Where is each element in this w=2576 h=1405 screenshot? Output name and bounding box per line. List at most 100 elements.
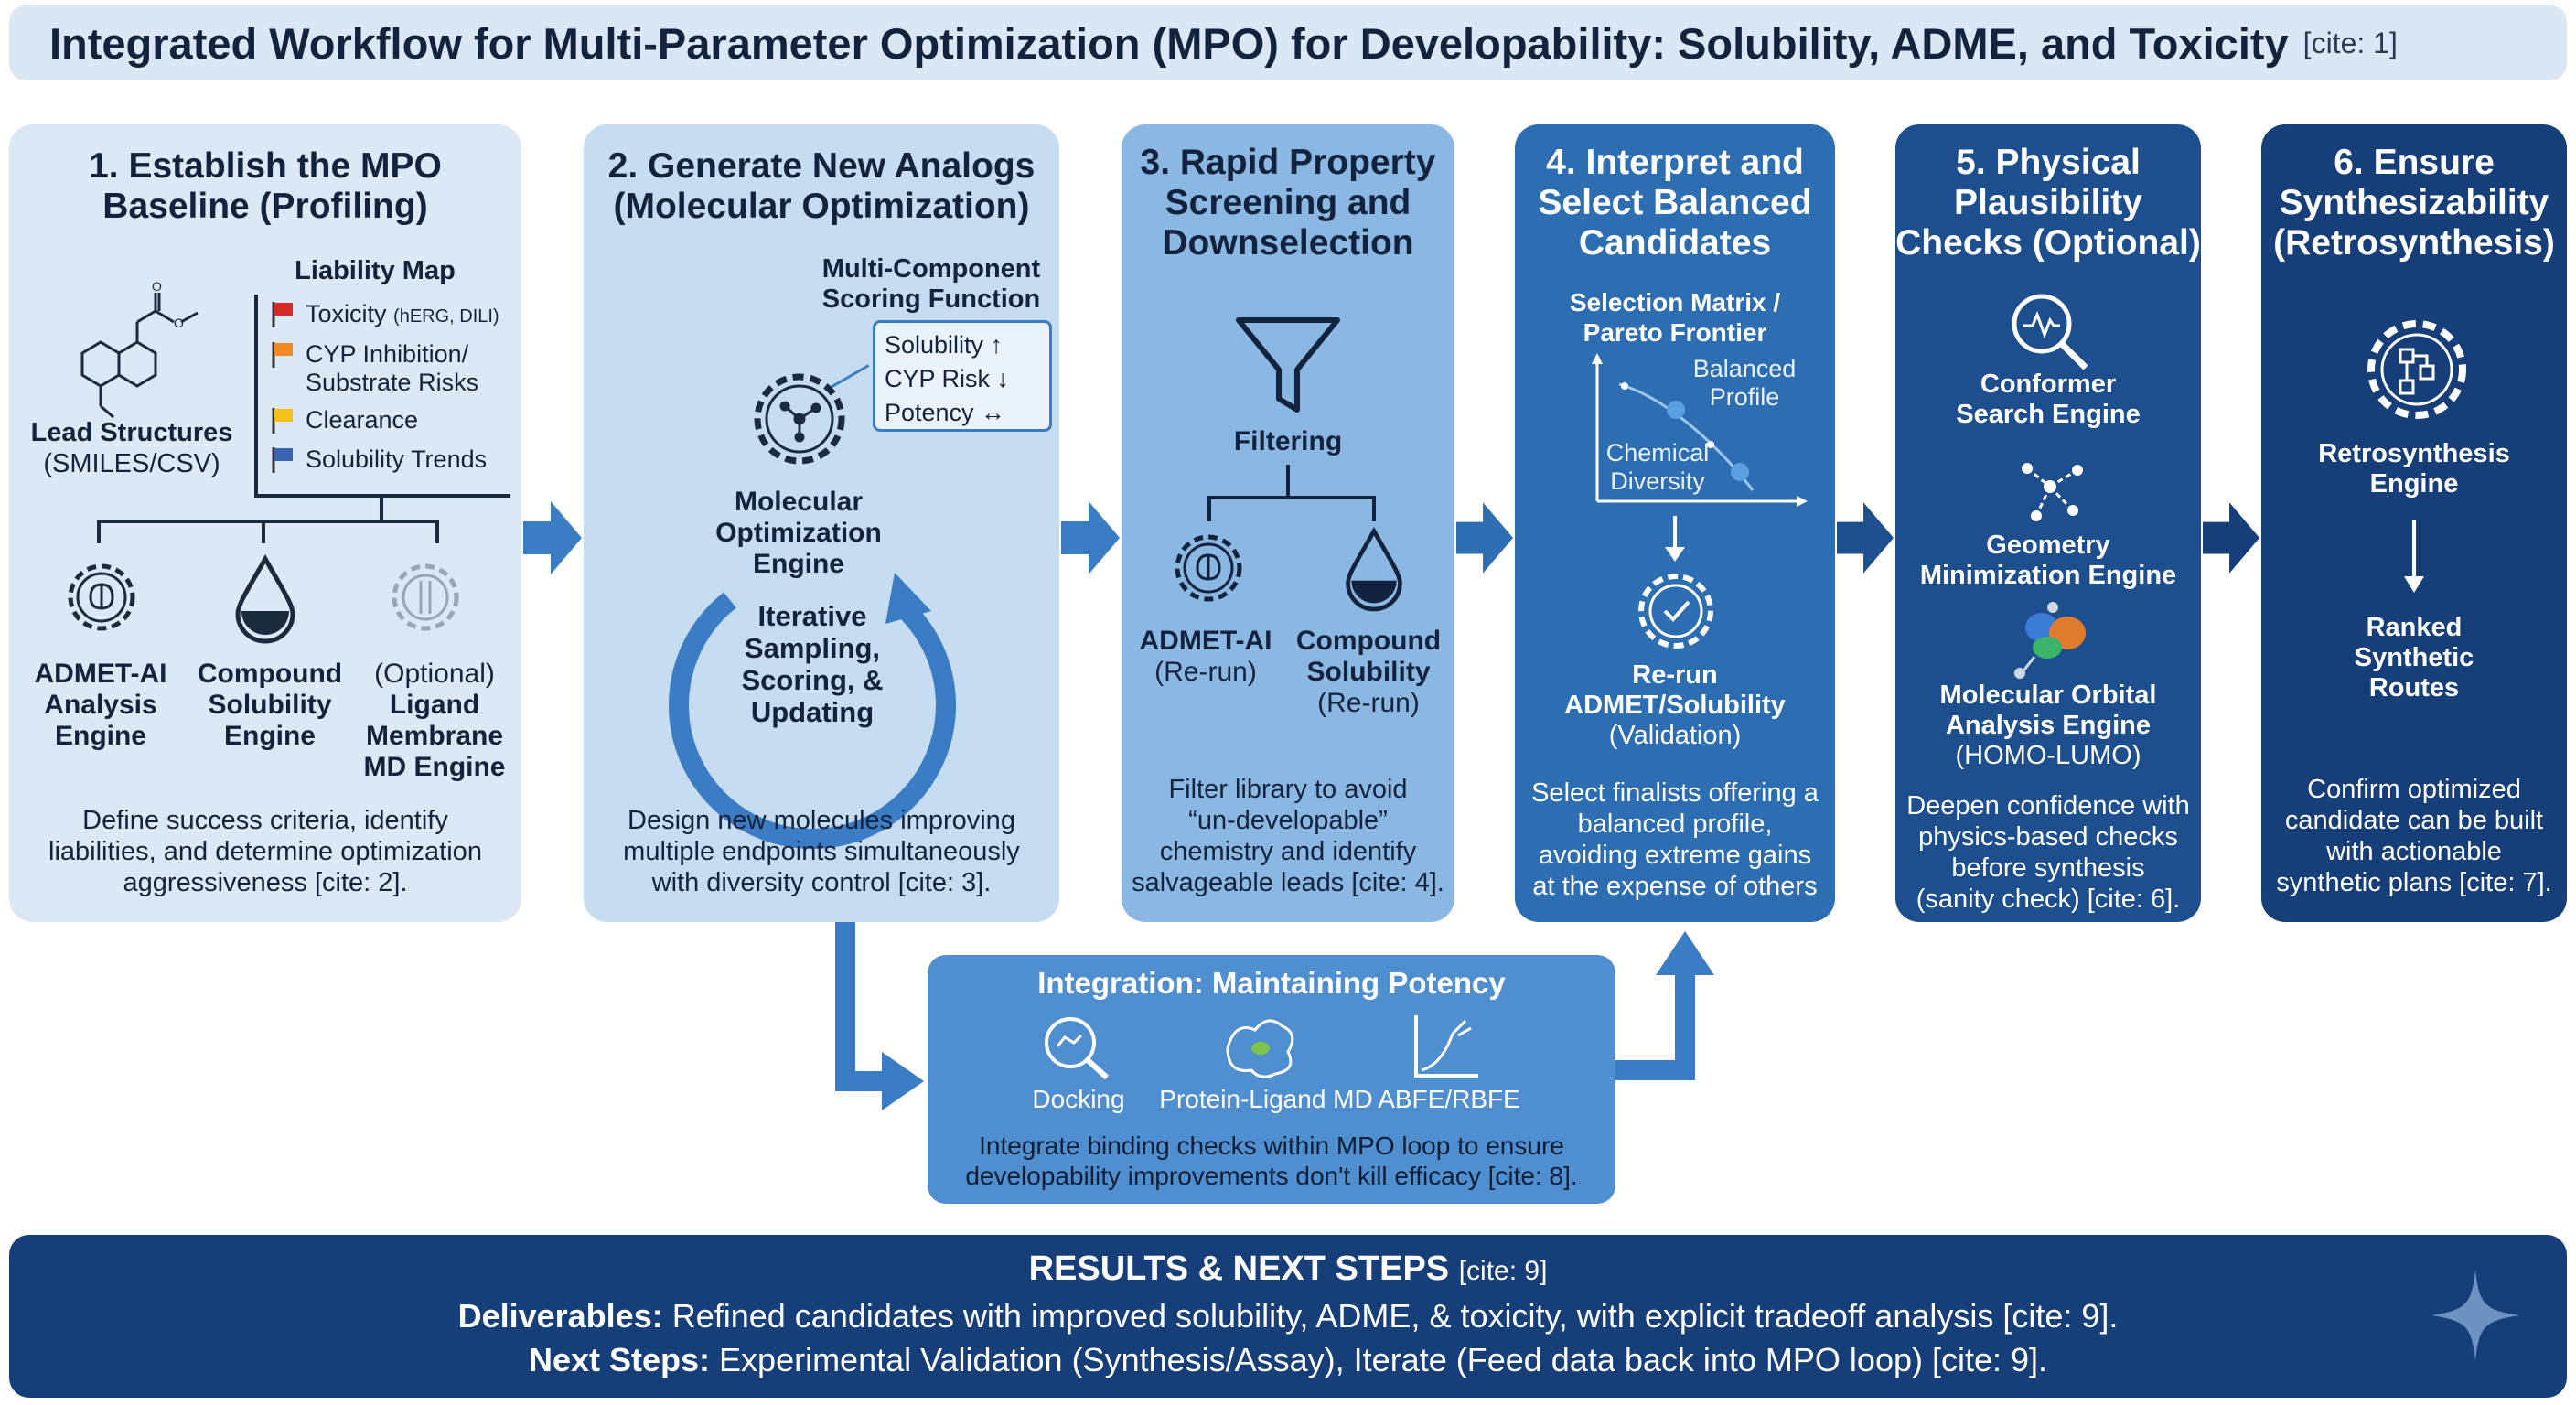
tree-leg <box>262 520 265 543</box>
step5-title: 5. Physical Plausibility Checks (Optiona… <box>1895 143 2201 263</box>
rerun-line: Re-run <box>1632 660 1718 690</box>
lead-structures: Lead Structures (SMILES/CSV) <box>22 417 242 479</box>
liability-sub: (hERG, DILI) <box>393 306 499 327</box>
desc-line: aggressiveness [cite: 2]. <box>123 868 408 897</box>
yellow-flag-icon <box>271 406 295 434</box>
rerun-line: ADMET/Solubility <box>1564 691 1786 720</box>
engine-admet: ADMET-AI Analysis Engine <box>18 659 183 752</box>
docking-label: Docking <box>1032 1085 1125 1113</box>
desc-line: developability improvements don't kill e… <box>965 1162 1578 1190</box>
title-line: Select Balanced <box>1538 183 1812 222</box>
rerun-line: (Re-run) <box>1154 657 1257 687</box>
retro-engine-label: Retrosynthesis Engine <box>2261 439 2567 499</box>
title-line: Candidates <box>1578 223 1772 263</box>
loop-line: Sampling, <box>744 632 881 664</box>
step3-panel: 3. Rapid Property Screening and Downsele… <box>1122 124 1454 922</box>
engine-membrane: (Optional) Ligand Membrane MD Engine <box>348 659 521 783</box>
brain-gear-icon <box>68 563 135 631</box>
balanced-line: Balanced <box>1692 355 1797 382</box>
engine-line: Membrane <box>365 721 504 751</box>
step3-description: Filter library to avoid “un-developable”… <box>1122 774 1454 898</box>
step1-description: Define success criteria, identify liabil… <box>18 805 512 898</box>
engine-line: Analysis <box>44 690 157 720</box>
title-line: Checks (Optional) <box>1895 223 2201 263</box>
desc-line: with actionable <box>2326 837 2502 866</box>
title-cite: [cite: 1] <box>2302 26 2398 59</box>
engine-line: Engine <box>54 721 146 751</box>
rerun-line: (Re-run) <box>1317 688 1420 718</box>
step2-title-line1: 2. Generate New Analogs <box>607 146 1036 186</box>
geometry-molecule-icon <box>2022 463 2083 521</box>
step4-panel: 4. Interpret and Select Balanced Candida… <box>1515 124 1835 922</box>
protein-icon <box>1226 1019 1294 1078</box>
title-line: Synthesizability <box>2279 183 2549 222</box>
routes-line: Routes <box>2368 673 2460 702</box>
integration-title: Integration: Maintaining Potency <box>1037 966 1506 1000</box>
chem-line: Chemical <box>1605 439 1710 467</box>
tree-leg <box>97 520 101 543</box>
filtering-label: Filtering <box>1233 426 1343 456</box>
geometry-line: Minimization Engine <box>1919 561 2177 590</box>
sparkle-icon <box>2431 1270 2519 1361</box>
step5-description: Deepen confidence with physics-based che… <box>1895 790 2201 915</box>
liability-item: Toxicity (hERG, DILI) <box>271 300 527 331</box>
liability-label: CYP Inhibition/ <box>306 340 469 368</box>
step1-panel: 1. Establish the MPO Baseline (Profiling… <box>9 124 521 922</box>
molecule-gear-icon <box>754 373 845 465</box>
liability-list: Toxicity (hERG, DILI) CYP Inhibition/Sub… <box>271 300 527 474</box>
rerun-line: ADMET-AI <box>1139 626 1272 656</box>
desc-line: multiple endpoints simultaneously <box>623 837 1020 866</box>
title-line: 4. Interpret and <box>1546 143 1804 182</box>
solubility-rerun: Compound Solubility (Re-run) <box>1286 626 1451 719</box>
loop-line: Updating <box>750 696 875 728</box>
docking-icon <box>1045 1017 1110 1080</box>
liability-label: Clearance <box>306 406 419 434</box>
desc-line: “un-developable” <box>1188 806 1388 835</box>
step2-title: 2. Generate New Analogs (Molecular Optim… <box>584 146 1059 227</box>
retro-line: Retrosynthesis <box>2318 439 2510 468</box>
abfe-label: ABFE/RBFE <box>1378 1085 1520 1113</box>
step2-title-line2: (Molecular Optimization) <box>613 187 1030 226</box>
opt-engine-label: Molecular Optimization Engine <box>666 487 931 580</box>
results-title-row: RESULTS & NEXT STEPS [cite: 9] <box>9 1249 2567 1289</box>
desc-line: physics-based checks <box>1918 822 2178 852</box>
deliverables-label: Deliverables: <box>457 1297 663 1335</box>
desc-line: liabilities, and determine optimization <box>48 837 482 866</box>
arrow-right-icon <box>1837 502 1894 574</box>
funnel-icon <box>1236 317 1340 413</box>
ranked-routes-label: Ranked Synthetic Routes <box>2261 613 2567 703</box>
conformer-line: Conformer <box>1980 370 2117 399</box>
scoring-title-line2: Scoring Function <box>821 284 1041 314</box>
matrix-title: Selection Matrix / Pareto Frontier <box>1515 287 1835 348</box>
step1-title-line2: Baseline (Profiling) <box>102 187 428 226</box>
red-flag-icon <box>271 300 295 327</box>
next-steps-text: Experimental Validation (Synthesis/Assay… <box>719 1341 2048 1378</box>
brain-gear-icon <box>1175 534 1242 602</box>
liability-label2: Substrate Risks <box>306 369 479 396</box>
arrow-right-icon <box>1456 502 1513 574</box>
balanced-line: Profile <box>1709 383 1780 411</box>
molecule-icon: O O <box>80 279 199 419</box>
title-line: Plausibility <box>1954 183 2142 222</box>
desc-line: Deepen confidence with <box>1906 791 2190 820</box>
tree-stem <box>380 498 383 521</box>
chemical-diversity-label: Chemical Diversity <box>1594 439 1722 496</box>
routes-line: Synthetic <box>2354 643 2474 672</box>
loop-line: Scoring, & <box>741 664 884 696</box>
desc-line: Select finalists offering a <box>1531 778 1819 808</box>
integration-panel: Integration: Maintaining Potency Docking… <box>928 955 1615 1204</box>
lead-format: (SMILES/CSV) <box>43 449 220 478</box>
engine-line: Engine <box>752 549 844 579</box>
step4-title: 4. Interpret and Select Balanced Candida… <box>1515 143 1835 263</box>
svg-text:O: O <box>174 316 184 330</box>
orange-flag-icon <box>271 340 295 368</box>
lead-label: Lead Structures <box>30 418 233 447</box>
tree-leg <box>435 520 439 543</box>
title-line: 3. Rapid Property <box>1140 143 1436 182</box>
title-line: Downselection <box>1162 223 1414 263</box>
desc-line: Design new molecules improving <box>628 806 1015 835</box>
orbital-icon <box>2014 602 2086 679</box>
liability-label: Toxicity <box>306 300 387 327</box>
step6-title: 6. Ensure Synthesizability (Retrosynthes… <box>2261 143 2567 263</box>
engine-line: Compound <box>197 659 343 689</box>
